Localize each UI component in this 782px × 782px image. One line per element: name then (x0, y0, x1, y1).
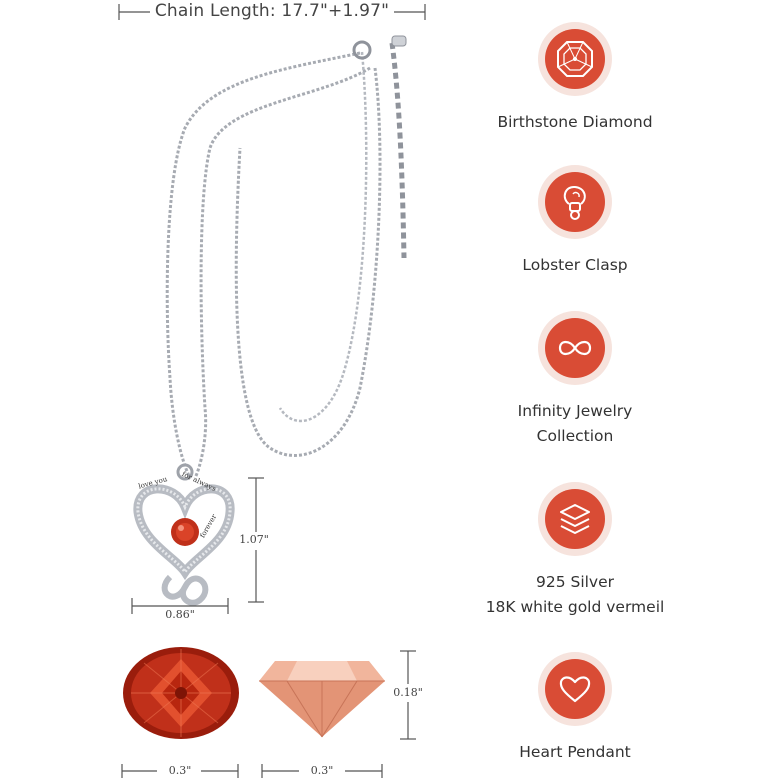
feature-label: Heart Pendant (519, 743, 631, 761)
feature-label: Lobster Clasp (522, 256, 628, 274)
stone-width-label: 0.3" (310, 764, 334, 777)
stone-width-dimension-line (261, 764, 383, 778)
feature-badge (538, 22, 612, 96)
heart-pendant (133, 463, 235, 606)
feature-badge (538, 652, 612, 726)
pendant-height-label: 1.07" (234, 533, 274, 546)
lobster-clasp-icon (563, 185, 586, 220)
layers-icon (560, 504, 590, 534)
feature-label: Infinity Jewelry Collection (517, 402, 633, 445)
chain-length-header: Chain Length: 17.7"+1.97" (118, 0, 426, 24)
pendant-width-dimension-line (131, 598, 229, 614)
heart-icon (559, 676, 591, 703)
stone-side-view (259, 661, 385, 738)
necklace-chain (165, 35, 407, 479)
diamond-icon (557, 41, 593, 77)
feature-badge (538, 482, 612, 556)
feature-heart-pendant: Heart Pendant (470, 652, 680, 765)
infinity-icon (558, 340, 592, 356)
pendant-height-dimension-line (248, 477, 264, 603)
feature-infinity-collection: Infinity Jewelry Collection (470, 311, 680, 449)
chain-length-label: Chain Length: 17.7"+1.97" (150, 0, 394, 22)
stone-diameter-label: 0.3" (168, 764, 192, 777)
feature-label: 925 Silver 18K white gold vermeil (485, 573, 665, 616)
pendant-width-label: 0.86" (165, 608, 195, 621)
round-stone-top-view (123, 647, 239, 739)
feature-silver-material: 925 Silver 18K white gold vermeil (470, 482, 680, 620)
stone-depth-dimension-line (400, 650, 416, 740)
feature-badge (538, 311, 612, 385)
feature-label: Birthstone Diamond (497, 113, 653, 131)
feature-lobster-clasp: Lobster Clasp (470, 165, 680, 278)
stone-diameter-dimension-line (121, 764, 239, 778)
feature-birthstone-diamond: Birthstone Diamond (470, 22, 680, 135)
stone-depth-label: 0.18" (386, 686, 430, 699)
feature-badge (538, 165, 612, 239)
